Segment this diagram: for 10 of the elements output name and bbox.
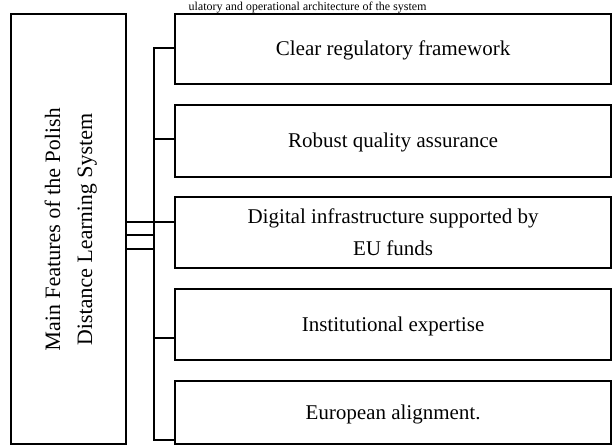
feature-box: Digital infrastructure supported by EU funds [174,196,612,269]
feature-box: Robust quality assurance [174,104,612,178]
connector-line [127,234,174,441]
connector-line [127,47,174,223]
feature-box: Institutional expertise [174,288,612,361]
feature-box: Clear regulatory framework [174,13,612,85]
main-feature-box: Main Features of the Polish Distance Learning System [10,13,127,445]
feature-box: European alignment. [174,380,612,445]
caption-text: ulatory and operational architecture of the system [188,0,428,12]
connector-line [127,248,174,339]
